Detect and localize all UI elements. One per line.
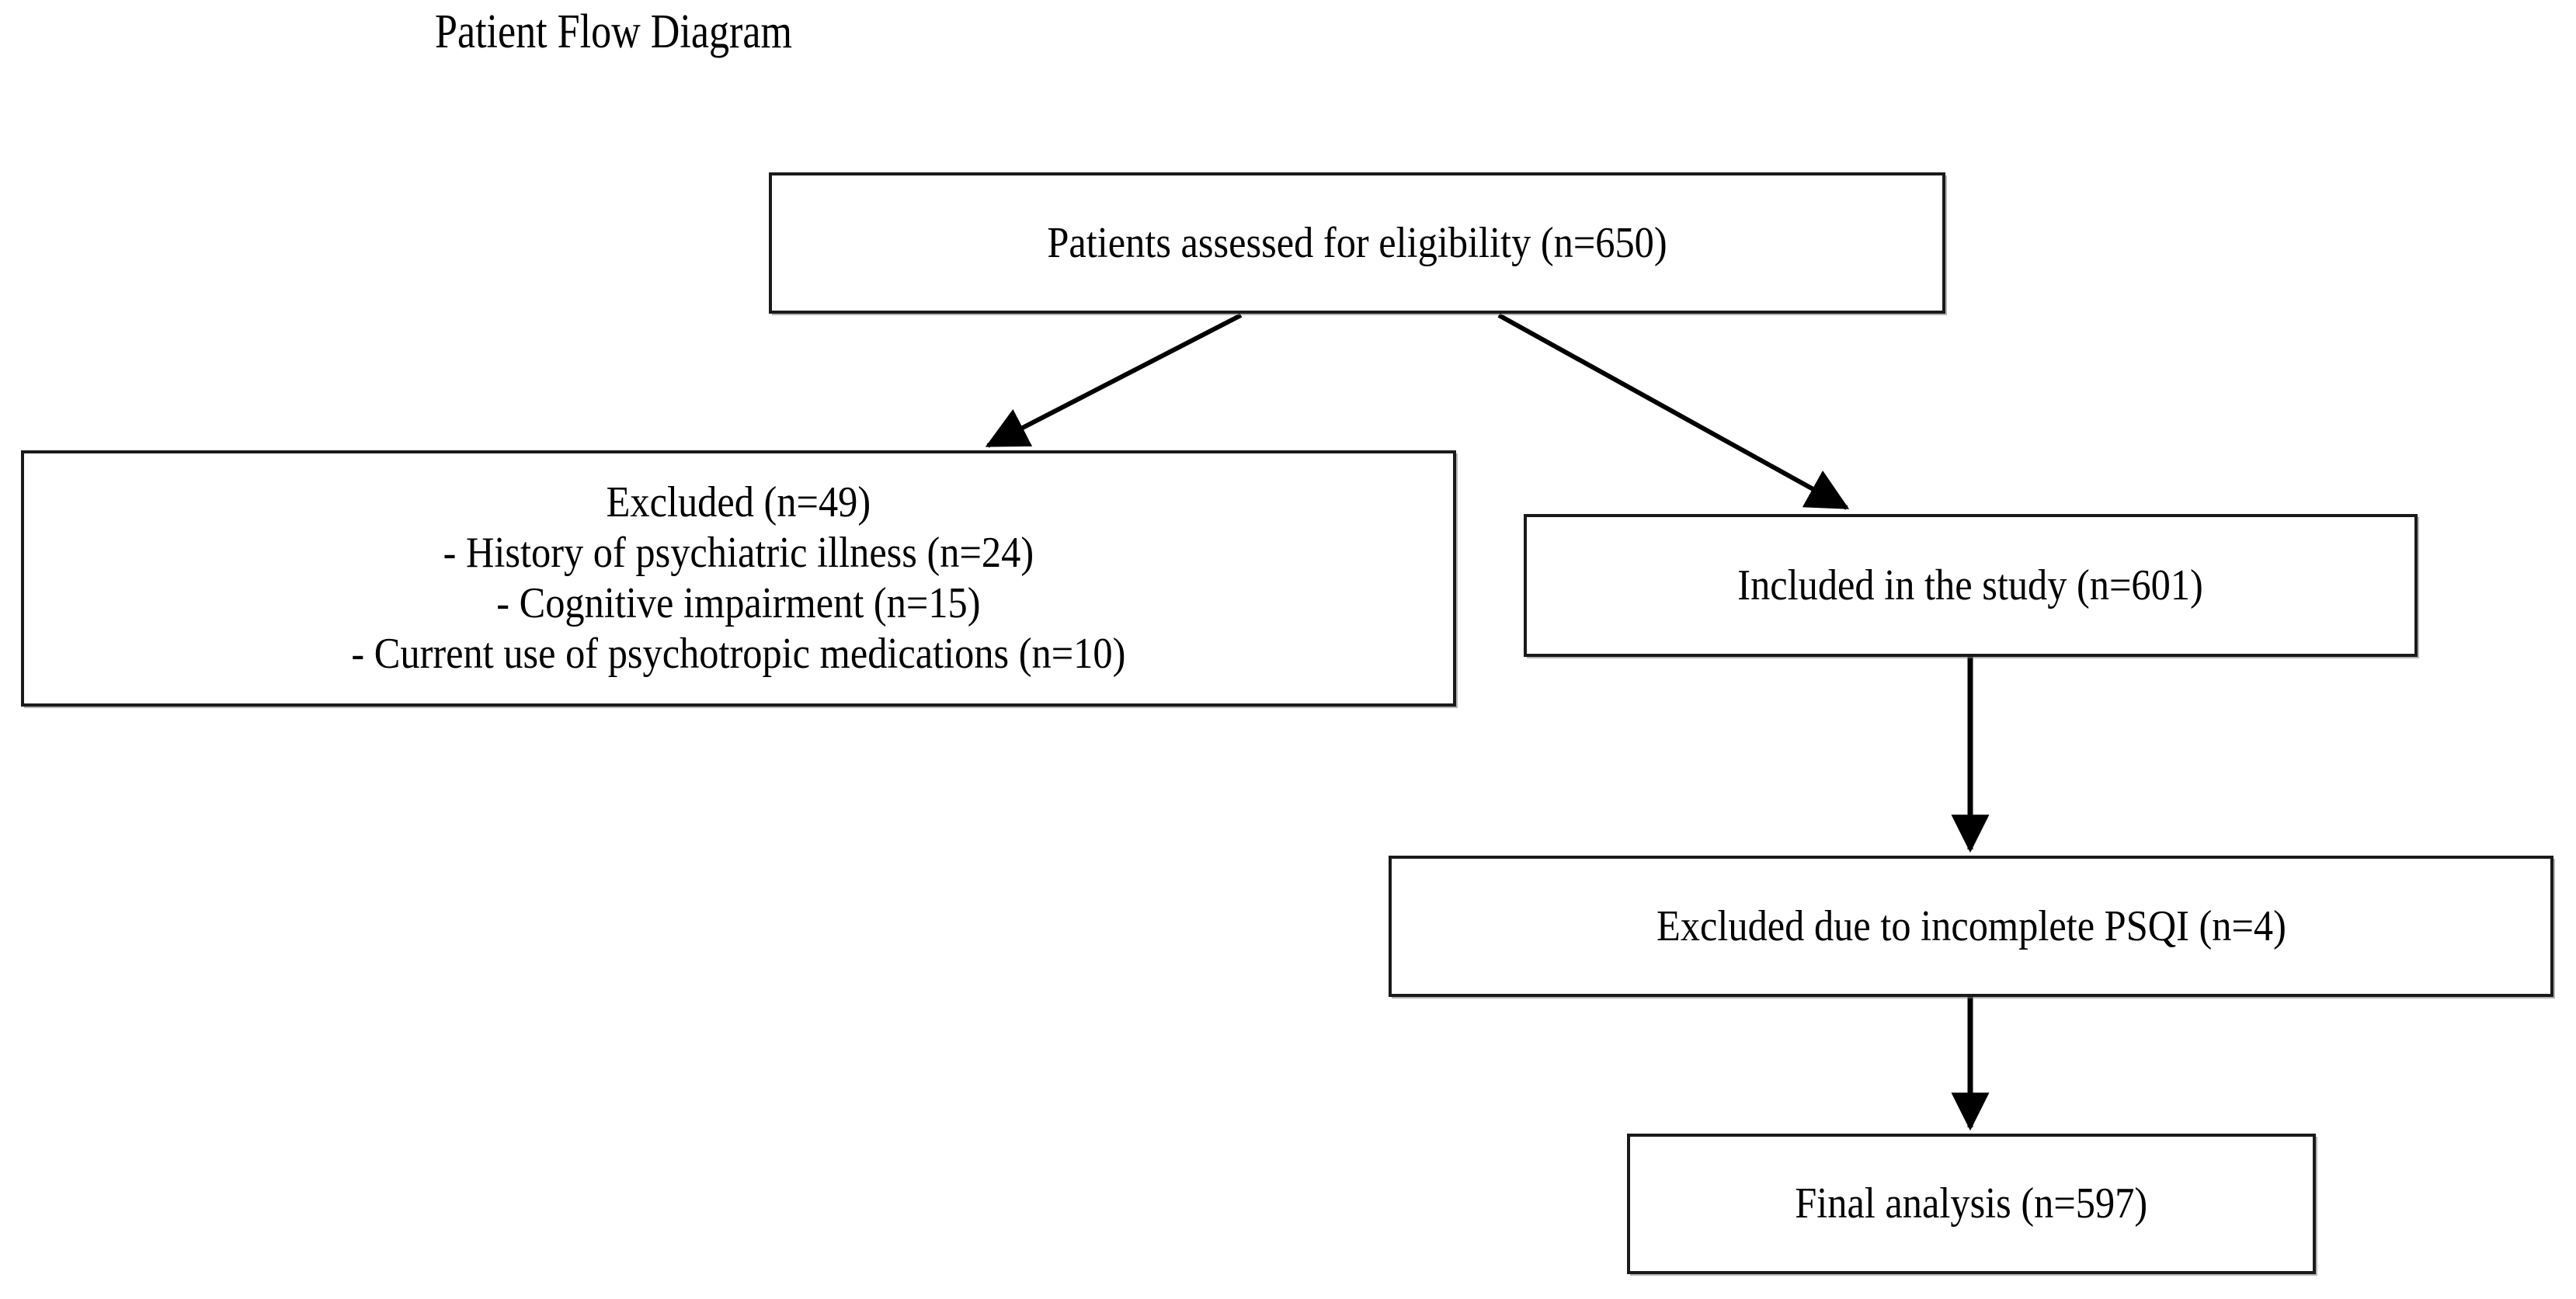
node-text-line: - Current use of psychotropic medication… xyxy=(351,629,1126,678)
node-included-in-study[interactable]: Included in the study (n=601) xyxy=(1524,514,2418,657)
node-text-line: - Cognitive impairment (n=15) xyxy=(496,579,981,627)
node-excluded-text: Excluded (n=49) - History of psychiatric… xyxy=(352,478,1126,679)
node-text-line: - History of psychiatric illness (n=24) xyxy=(443,529,1034,578)
page-title: Patient Flow Diagram xyxy=(435,5,792,58)
node-included-in-study-text: Included in the study (n=601) xyxy=(1738,561,2204,611)
edge-assessed-to-included xyxy=(1497,313,1850,510)
node-excluded-incomplete-psqi-text: Excluded due to incomplete PSQI (n=4) xyxy=(1656,901,2286,952)
node-text-line: Patients assessed for eligibility (n=650… xyxy=(1047,218,1667,267)
node-patients-assessed-text: Patients assessed for eligibility (n=650… xyxy=(1047,218,1667,269)
node-final-analysis[interactable]: Final analysis (n=597) xyxy=(1627,1134,2316,1274)
node-excluded-incomplete-psqi[interactable]: Excluded due to incomplete PSQI (n=4) xyxy=(1389,856,2553,997)
node-text-line: Excluded (n=49) xyxy=(606,478,871,527)
node-text-line: Final analysis (n=597) xyxy=(1795,1179,2148,1228)
node-final-analysis-text: Final analysis (n=597) xyxy=(1796,1179,2148,1229)
edge-assessed-to-excluded xyxy=(985,313,1243,448)
node-excluded[interactable]: Excluded (n=49) - History of psychiatric… xyxy=(21,450,1456,707)
node-patients-assessed[interactable]: Patients assessed for eligibility (n=650… xyxy=(769,172,1945,314)
node-text-line: Excluded due to incomplete PSQI (n=4) xyxy=(1656,901,2286,950)
node-text-line: Included in the study (n=601) xyxy=(1737,561,2204,610)
